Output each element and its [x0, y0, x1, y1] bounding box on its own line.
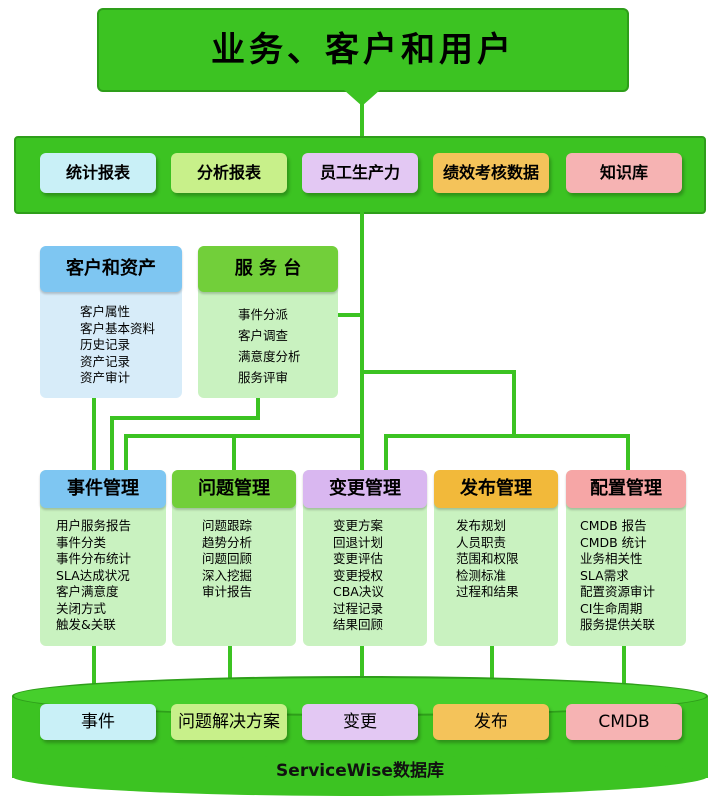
- left-branch-leg-3: [232, 434, 236, 470]
- list-item: 变更方案: [333, 518, 384, 533]
- service-desk-card: 服 务 台 事件分派 客户调查 满意度分析 服务评审: [198, 246, 338, 398]
- list-item: 服务评审: [238, 370, 289, 385]
- left-branch-leg-1: [110, 416, 114, 470]
- config-mgmt-title: 配置管理: [566, 470, 686, 508]
- incident-mgmt-card: 事件管理 用户服务报告 事件分类 事件分布统计 SLA达成状况 客户满意度 关闭…: [40, 470, 166, 646]
- right-branch-drop: [512, 370, 516, 436]
- release-mgmt-title: 发布管理: [434, 470, 558, 508]
- list-item: 事件分派: [238, 307, 289, 322]
- incident-mgmt-title: 事件管理: [40, 470, 166, 508]
- change-mgmt-list: 变更方案 回退计划 变更评估 变更授权 CBA决议 过程记录 结果回顾: [303, 508, 427, 634]
- service-desk-list: 事件分派 客户调查 满意度分析 服务评审: [198, 292, 338, 388]
- problem-mgmt-card: 问题管理 问题跟踪 趋势分析 问题回顾 深入挖掘 审计报告: [172, 470, 296, 646]
- release-mgmt-card: 发布管理 发布规划 人员职责 范围和权限 检测标准 过程和结果: [434, 470, 558, 646]
- report-statistics: 统计报表: [40, 153, 156, 193]
- list-item: 配置资源审计: [580, 584, 656, 599]
- list-item: 范围和权限: [456, 551, 519, 566]
- list-item: 过程记录: [333, 600, 384, 616]
- incident-mgmt-list: 用户服务报告 事件分类 事件分布统计 SLA达成状况 客户满意度 关闭方式 触发…: [40, 508, 166, 634]
- trunk-line: [360, 212, 364, 470]
- list-item: 资产记录: [80, 353, 131, 369]
- list-item: SLA达成状况: [56, 567, 130, 583]
- list-item: 客户满意度: [56, 584, 119, 599]
- right-branch-left-leg: [384, 434, 388, 470]
- list-item: 发布规划: [456, 518, 507, 533]
- list-item: 深入挖掘: [202, 567, 253, 583]
- db-link-5: [622, 646, 626, 706]
- list-item: CMDB 统计: [580, 534, 647, 550]
- problem-mgmt-list: 问题跟踪 趋势分析 问题回顾 深入挖掘 审计报告: [172, 508, 296, 601]
- list-item: 过程和结果: [456, 584, 519, 599]
- list-item: 服务提供关联: [580, 617, 656, 632]
- list-item: CBA决议: [333, 584, 384, 599]
- right-branch-top: [362, 370, 514, 374]
- list-item: SLA需求: [580, 567, 629, 583]
- config-mgmt-list: CMDB 报告 CMDB 统计 业务相关性 SLA需求 配置资源审计 CI生命周…: [566, 508, 686, 634]
- top-title-box: 业务、客户和用户: [97, 8, 629, 92]
- list-item: 问题跟踪: [202, 518, 253, 533]
- list-item: 变更评估: [333, 551, 384, 566]
- list-item: 回退计划: [333, 534, 384, 550]
- customer-assets-card: 客户和资产 客户属性 客户基本资料 历史记录 资产记录 资产审计: [40, 246, 182, 398]
- db-change: 变更: [302, 704, 418, 740]
- list-item: 客户基本资料: [80, 320, 156, 336]
- list-item: 人员职责: [456, 534, 507, 550]
- db-cmdb: CMDB: [566, 704, 682, 740]
- list-item: 检测标准: [456, 567, 507, 583]
- customer-assets-title: 客户和资产: [40, 246, 182, 292]
- db-incident: 事件: [40, 704, 156, 740]
- left-branch-bar-1: [110, 416, 260, 420]
- list-item: 事件分类: [56, 534, 107, 550]
- list-item: 满意度分析: [238, 349, 301, 364]
- title-connector: [360, 104, 364, 138]
- title-arrow: [344, 90, 380, 106]
- db-link-4: [490, 646, 494, 706]
- list-item: 变更授权: [333, 567, 384, 583]
- list-item: 客户调查: [238, 328, 289, 343]
- change-mgmt-title: 变更管理: [303, 470, 427, 508]
- list-item: 事件分布统计: [56, 551, 132, 566]
- list-item: 业务相关性: [580, 551, 643, 566]
- db-problem-solution: 问题解决方案: [171, 704, 287, 740]
- list-item: 趋势分析: [202, 534, 253, 550]
- list-item: CI生命周期: [580, 600, 643, 616]
- service-desk-link: [338, 313, 362, 317]
- left-branch-bar-2: [124, 434, 364, 438]
- database-bottom: [12, 756, 708, 796]
- list-item: 关闭方式: [56, 600, 107, 616]
- list-item: 资产审计: [80, 370, 131, 385]
- report-knowledge-base: 知识库: [566, 153, 682, 193]
- right-branch-bar: [384, 434, 630, 438]
- service-desk-title: 服 务 台: [198, 246, 338, 292]
- list-item: 结果回顾: [333, 617, 384, 632]
- list-item: 触发&关联: [56, 617, 116, 632]
- customer-asset-drop: [92, 398, 96, 470]
- list-item: CMDB 报告: [580, 518, 647, 533]
- report-performance: 绩效考核数据: [433, 153, 549, 193]
- change-mgmt-card: 变更管理 变更方案 回退计划 变更评估 变更授权 CBA决议 过程记录 结果回顾: [303, 470, 427, 646]
- db-link-1: [92, 646, 96, 706]
- release-mgmt-list: 发布规划 人员职责 范围和权限 检测标准 过程和结果: [434, 508, 558, 601]
- service-desk-drop: [256, 398, 260, 418]
- list-item: 客户属性: [80, 304, 131, 319]
- list-item: 问题回顾: [202, 551, 253, 566]
- db-link-2: [228, 646, 232, 706]
- list-item: 审计报告: [202, 584, 253, 599]
- list-item: 用户服务报告: [56, 518, 132, 533]
- db-release: 发布: [433, 704, 549, 740]
- list-item: 历史记录: [80, 337, 131, 352]
- database-title: ServiceWise数据库: [276, 761, 444, 781]
- right-branch-right-leg: [626, 434, 630, 470]
- left-branch-leg-2: [124, 434, 128, 470]
- config-mgmt-card: 配置管理 CMDB 报告 CMDB 统计 业务相关性 SLA需求 配置资源审计 …: [566, 470, 686, 646]
- report-analysis: 分析报表: [171, 153, 287, 193]
- problem-mgmt-title: 问题管理: [172, 470, 296, 508]
- customer-assets-list: 客户属性 客户基本资料 历史记录 资产记录 资产审计: [40, 292, 182, 387]
- report-productivity: 员工生产力: [302, 153, 418, 193]
- top-title: 业务、客户和用户: [211, 30, 515, 70]
